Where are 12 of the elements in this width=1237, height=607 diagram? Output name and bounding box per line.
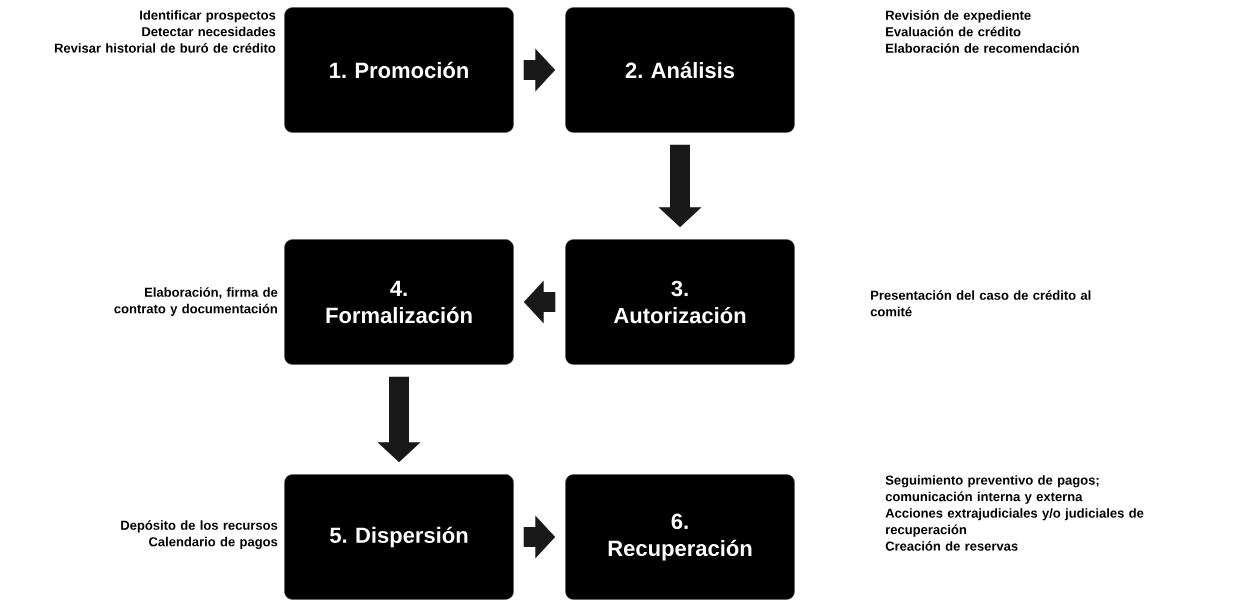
step-box: 1. Promoción (284, 7, 514, 133)
step-box: 6. Recuperación (565, 474, 795, 600)
step-notes: Revisión de expediente Evaluación de crédito Elaboración de recomendación (886, 10, 1079, 53)
step-box: 3. Autorización (565, 239, 795, 365)
step-notes: Depósito de los recursos Calendario de pagos (121, 520, 278, 549)
step-box: 4. Formalización (284, 239, 514, 365)
step-box: 5. Dispersión (284, 474, 514, 600)
step-notes: Identificar prospectos Detectar necesidades Revisar historial de buró de crédito (54, 10, 276, 53)
step-notes: Elaboración, firma de contrato y documentación (114, 287, 278, 316)
step-box: 2. Análisis (565, 7, 795, 133)
step-notes: Seguimiento preventivo de pagos; comunicación interna y externa Acciones extrajudiciales y/o judiciales de recuperación Creación de reservas (885, 475, 1144, 551)
step-notes: Presentación del caso de crédito al comité (870, 290, 1091, 317)
